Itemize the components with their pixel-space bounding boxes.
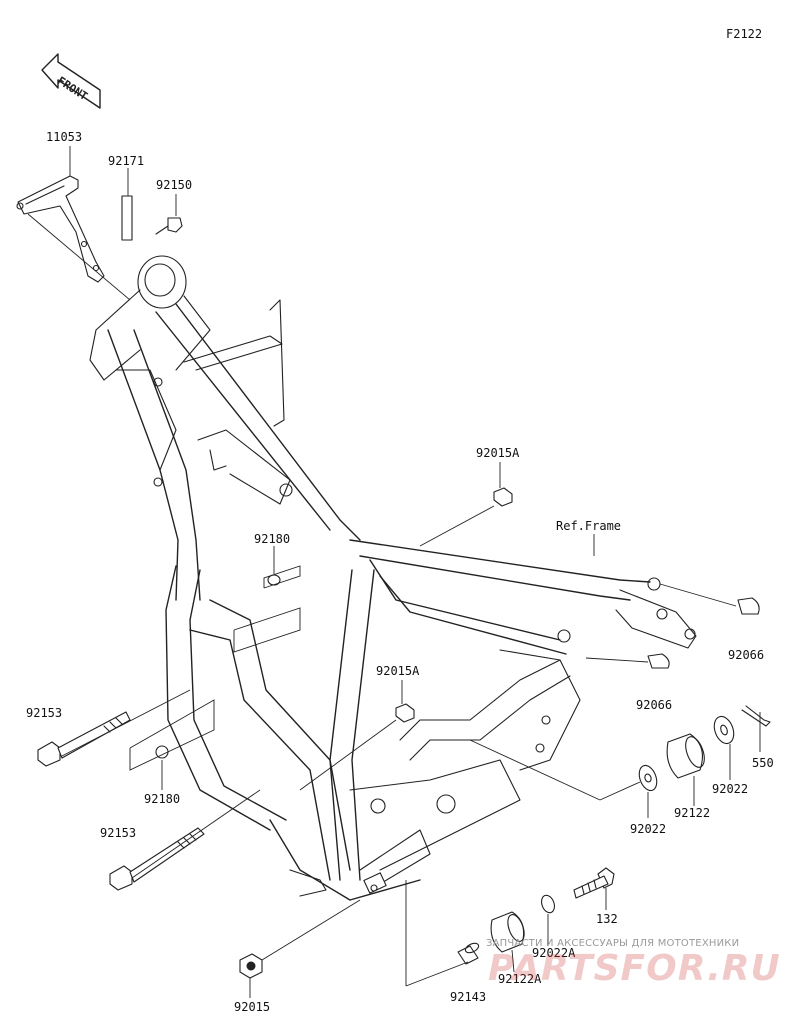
bolt-132-drawing (573, 867, 615, 899)
collar-92122-drawing (666, 733, 705, 779)
watermark-logo: PARTSFOR.RU (488, 948, 781, 989)
part-label-92180-top[interactable]: 92180 (254, 532, 291, 546)
cap-92066-bot-drawing (647, 653, 670, 669)
bolt-92150-drawing (155, 217, 183, 235)
nut-92015a-top-drawing (493, 487, 513, 507)
washer-92180-bottom-drawing (155, 745, 169, 759)
nut-92015-drawing (239, 953, 263, 979)
nut-92015a-mid-drawing (395, 703, 415, 723)
frame-main-drawing (89, 255, 697, 901)
part-label-92122[interactable]: 92122 (674, 806, 711, 820)
part-label-132[interactable]: 132 (596, 912, 618, 926)
ref-frame-label[interactable]: Ref.Frame (556, 519, 622, 533)
part-label-92150[interactable]: 92150 (156, 178, 193, 192)
part-label-92022-left[interactable]: 92022 (630, 822, 667, 836)
leader-lines (27, 146, 761, 998)
watermark-tagline: ЗАПЧАСТИ И АКСЕССУАРЫ ДЛЯ МОТОТЕХНИКИ (486, 938, 740, 949)
part-label-92153-bottom[interactable]: 92153 (100, 826, 137, 840)
part-label-92015[interactable]: 92015 (234, 1000, 271, 1014)
pin-550-drawing (741, 705, 771, 727)
part-label-92180-bottom[interactable]: 92180 (144, 792, 181, 806)
diagram-code-label: F2122 (726, 27, 763, 41)
part-label-92015a-top[interactable]: 92015A (476, 446, 520, 460)
part-label-550[interactable]: 550 (752, 756, 774, 770)
cap-92066-top-drawing (737, 597, 760, 615)
part-label-11053[interactable]: 11053 (46, 130, 83, 144)
part-label-92153-top[interactable]: 92153 (26, 706, 63, 720)
part-label-92171[interactable]: 92171 (108, 154, 145, 168)
bolt-92153-top-drawing (37, 711, 131, 767)
front-arrow-label: FRONT (55, 74, 90, 103)
washer-92022-right-drawing (713, 715, 735, 745)
part-label-92022-right[interactable]: 92022 (712, 782, 749, 796)
part-label-92022a[interactable]: 92022A (532, 946, 576, 960)
part-label-92066-top[interactable]: 92066 (728, 648, 765, 662)
part-label-92143[interactable]: 92143 (450, 990, 487, 1004)
strip-92171-drawing (121, 195, 133, 241)
part-label-92122a[interactable]: 92122A (498, 972, 542, 986)
collar-92122a-drawing (490, 911, 525, 953)
spacer-92143-drawing (457, 942, 480, 965)
washer-92022-left-drawing (638, 764, 658, 792)
reference-plane-outlines (129, 565, 301, 771)
part-label-92066-bottom[interactable]: 92066 (636, 698, 673, 712)
front-arrow-icon: FRONT (41, 53, 101, 109)
bracket-11053-drawing (16, 175, 105, 283)
washer-92022a-drawing (541, 894, 555, 914)
part-label-92015a-mid[interactable]: 92015A (376, 664, 420, 678)
